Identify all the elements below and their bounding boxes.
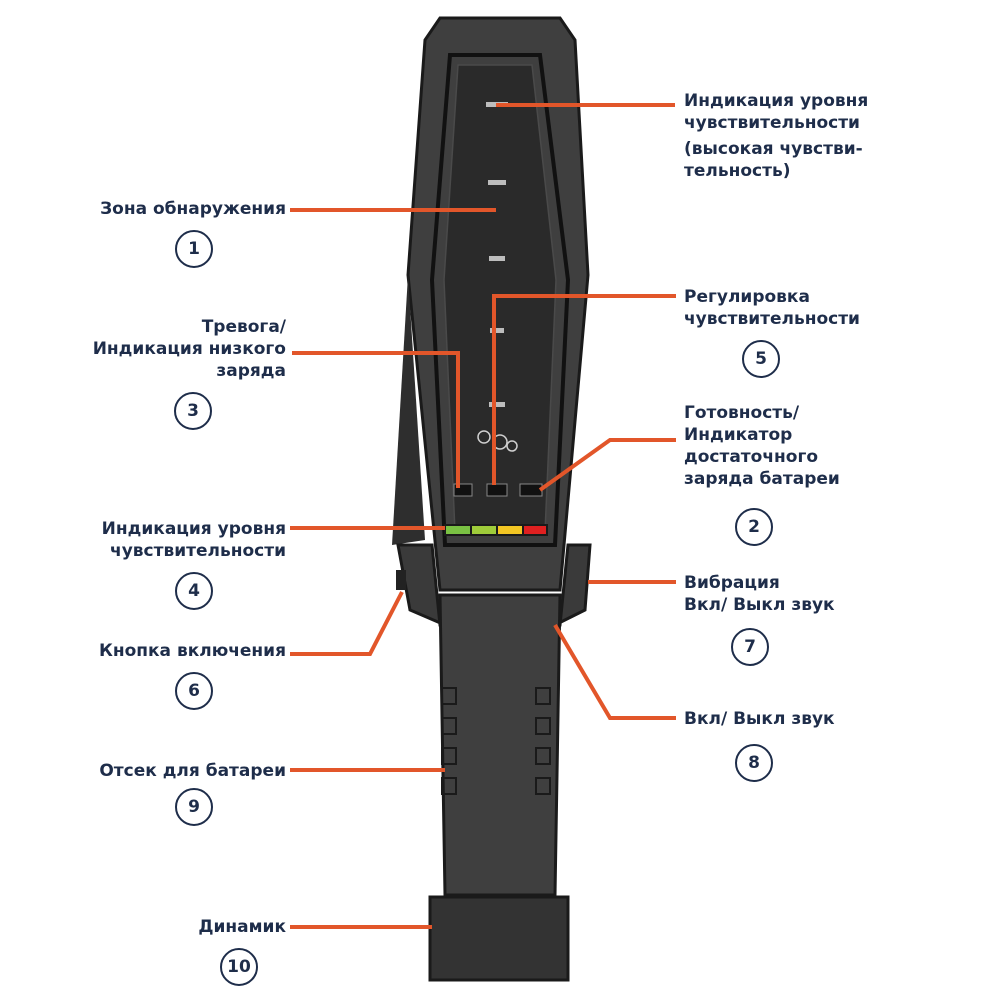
callout-sound-line-1: Вкл/ Выкл звук	[684, 709, 835, 729]
callout-speaker-number: 10	[220, 948, 258, 986]
callout-vibration-number: 7	[731, 628, 769, 666]
device-side-left	[392, 275, 425, 545]
callout-power: Кнопка включения	[6, 640, 286, 662]
callout-sens-level: Индикация уровня чувствительности	[6, 518, 286, 562]
callout-adjust-number: 5	[742, 340, 780, 378]
sensitivity-led-bar	[444, 524, 548, 536]
callout-sound: Вкл/ Выкл звук	[684, 708, 835, 730]
device-collar	[396, 543, 592, 627]
callout-alarm: Тревога/ Индикация низкого заряда	[6, 316, 286, 382]
callout-alarm-line-2: Индикация низкого	[92, 339, 286, 359]
panel-logo	[477, 430, 518, 452]
callout-sens-high: Индикация уровня чувствительности (высок…	[684, 90, 868, 182]
callout-sens-level-line-2: чувствительности	[110, 541, 286, 561]
callout-alarm-line-3: заряда	[216, 361, 286, 381]
callout-ready-line-3: достаточного	[684, 447, 818, 467]
callout-ready-line-4: заряда батареи	[684, 469, 840, 489]
callout-sens-high-sub-1: (высокая чувстви-	[684, 139, 863, 159]
callout-zone-line-1: Зона обнаружения	[100, 199, 286, 219]
callout-lines	[290, 103, 676, 929]
callout-sound-number: 8	[735, 744, 773, 782]
callout-power-line-1: Кнопка включения	[98, 641, 286, 661]
callout-sens-high-line-2: чувствительности	[684, 113, 860, 133]
callout-vibration: Вибрация Вкл/ Выкл звук	[684, 572, 835, 616]
device-handle	[438, 593, 562, 897]
power-button-shape	[396, 570, 406, 590]
callout-battery: Отсек для батареи	[6, 760, 286, 782]
callout-sens-high-sub-2: тельность)	[684, 161, 791, 181]
callout-ready-number: 2	[735, 508, 773, 546]
callout-sens-high-line-1: Индикация уровня	[684, 91, 869, 111]
panel-indicator-buttons	[453, 483, 543, 497]
callout-sens-level-number: 4	[175, 572, 213, 610]
callout-ready-line-2: Индикатор	[684, 425, 793, 445]
callout-vibration-line-2: Вкл/ Выкл звук	[684, 595, 835, 615]
callout-sens-level-line-1: Индикация уровня	[101, 519, 286, 539]
battery-compartment-ribs	[441, 687, 551, 795]
callout-adjust-line-1: Регулировка	[684, 287, 810, 307]
device-speaker	[428, 895, 570, 982]
callout-zone: Зона обнаружения	[6, 198, 286, 220]
detection-zone-panel	[443, 64, 557, 533]
callout-power-number: 6	[175, 672, 213, 710]
callout-adjust-line-2: чувствительности	[684, 309, 860, 329]
callout-battery-line-1: Отсек для батареи	[99, 761, 286, 781]
callout-speaker-line-1: Динамик	[198, 917, 286, 937]
callout-alarm-number: 3	[174, 392, 212, 430]
callout-battery-number: 9	[175, 788, 213, 826]
callout-ready-line-1: Готовность/	[684, 403, 800, 423]
device-panel-outline	[429, 53, 571, 547]
callout-vibration-line-1: Вибрация	[684, 573, 780, 593]
callout-zone-number: 1	[175, 230, 213, 268]
callout-adjust: Регулировка чувствительности	[684, 286, 860, 330]
callout-ready: Готовность/ Индикатор достаточного заряд…	[684, 402, 840, 490]
callout-alarm-line-1: Тревога/	[201, 317, 286, 337]
callout-speaker: Динамик	[6, 916, 286, 938]
